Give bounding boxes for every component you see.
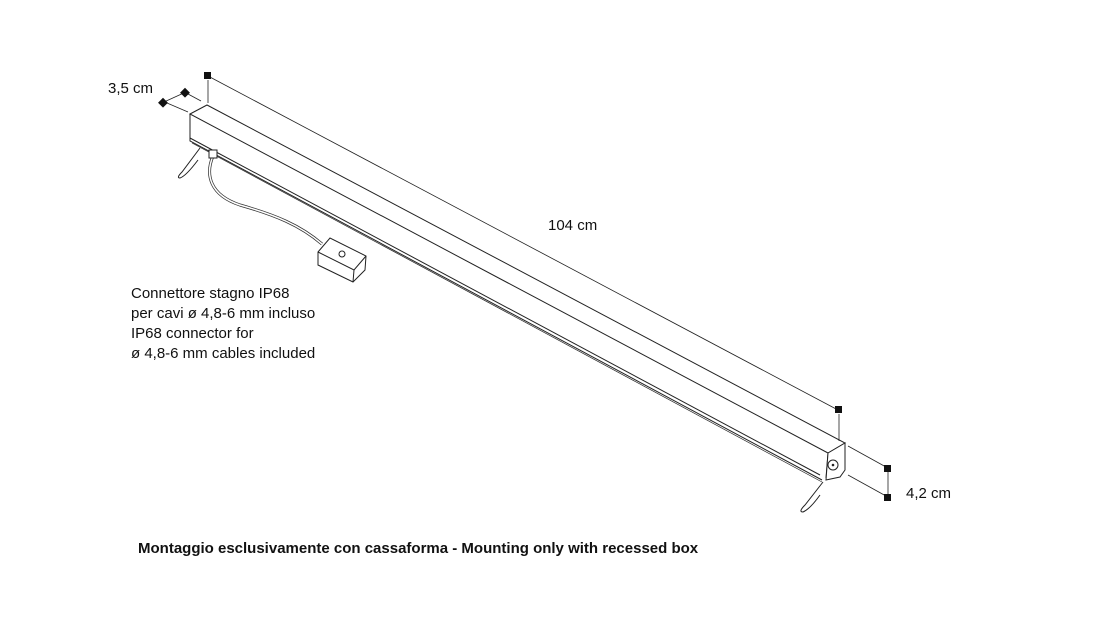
length-label: 104 cm: [548, 217, 598, 234]
mounting-clip-right: [800, 481, 824, 513]
width-label: 3,5 cm: [108, 80, 154, 97]
connector-note-line: Connettore stagno IP68: [131, 285, 290, 302]
mounting-clip-left: [177, 147, 201, 179]
width-dimension: [158, 87, 202, 113]
height-label: 4,2 cm: [906, 485, 952, 502]
led-bar: [188, 104, 847, 483]
height-dimension: [847, 445, 891, 501]
ip68-connector: [317, 237, 367, 283]
cable-gland: [208, 149, 218, 159]
connector-note-line: ø 4,8-6 mm cables included: [131, 345, 316, 362]
connector-note-line: IP68 connector for: [131, 325, 254, 342]
connector-note-line: per cavi ø 4,8-6 mm incluso: [131, 305, 316, 322]
length-dimension: [204, 72, 842, 441]
mounting-caption: Montaggio esclusivamente con cassaforma …: [138, 540, 699, 557]
